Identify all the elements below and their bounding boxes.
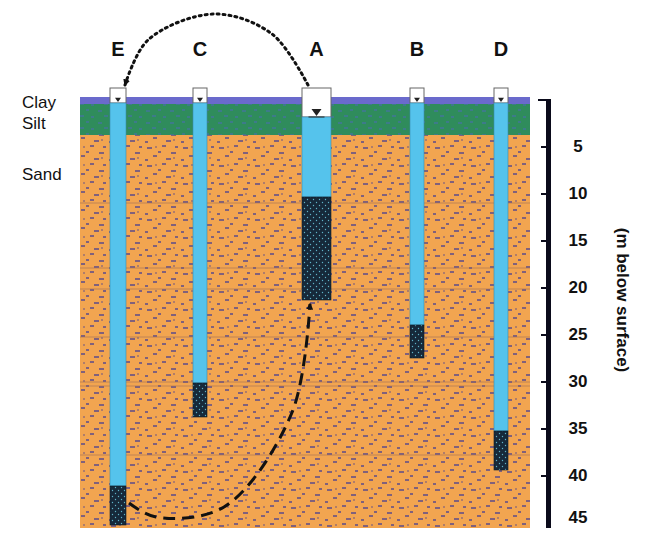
well-id: B xyxy=(397,38,437,60)
axis-title: (m below surface) xyxy=(612,228,632,373)
flow-path-arrow xyxy=(129,304,310,518)
well-id: E xyxy=(98,38,138,60)
monitoring-well: B xyxy=(410,88,424,358)
well-id: D xyxy=(481,38,521,60)
well-casing xyxy=(110,88,126,525)
well-id: C xyxy=(180,38,220,60)
depth-tick: 5 xyxy=(561,137,595,157)
depth-tick: 30 xyxy=(561,372,595,392)
well-casing xyxy=(410,88,424,358)
pumping-transfer-arrow xyxy=(125,14,308,85)
depth-tick: 20 xyxy=(561,278,595,298)
depth-tick: 25 xyxy=(561,325,595,345)
layer-name: Silt xyxy=(22,114,46,134)
well-casing xyxy=(494,88,508,470)
depth-tick: 10 xyxy=(561,184,595,204)
depth-tick: 40 xyxy=(561,466,595,486)
depth-tick: 35 xyxy=(561,419,595,439)
well-casing xyxy=(193,88,207,417)
monitoring-well: A xyxy=(302,88,331,300)
monitoring-well: C xyxy=(193,88,207,417)
well-casing xyxy=(302,88,331,300)
well-id: A xyxy=(297,38,337,60)
depth-tick: 15 xyxy=(561,231,595,251)
depth-tick: 45 xyxy=(561,508,595,528)
monitoring-well: E xyxy=(110,88,126,525)
monitoring-well: D xyxy=(494,88,508,470)
layer-name: Sand xyxy=(22,165,62,185)
layer-name: Clay xyxy=(22,93,56,113)
